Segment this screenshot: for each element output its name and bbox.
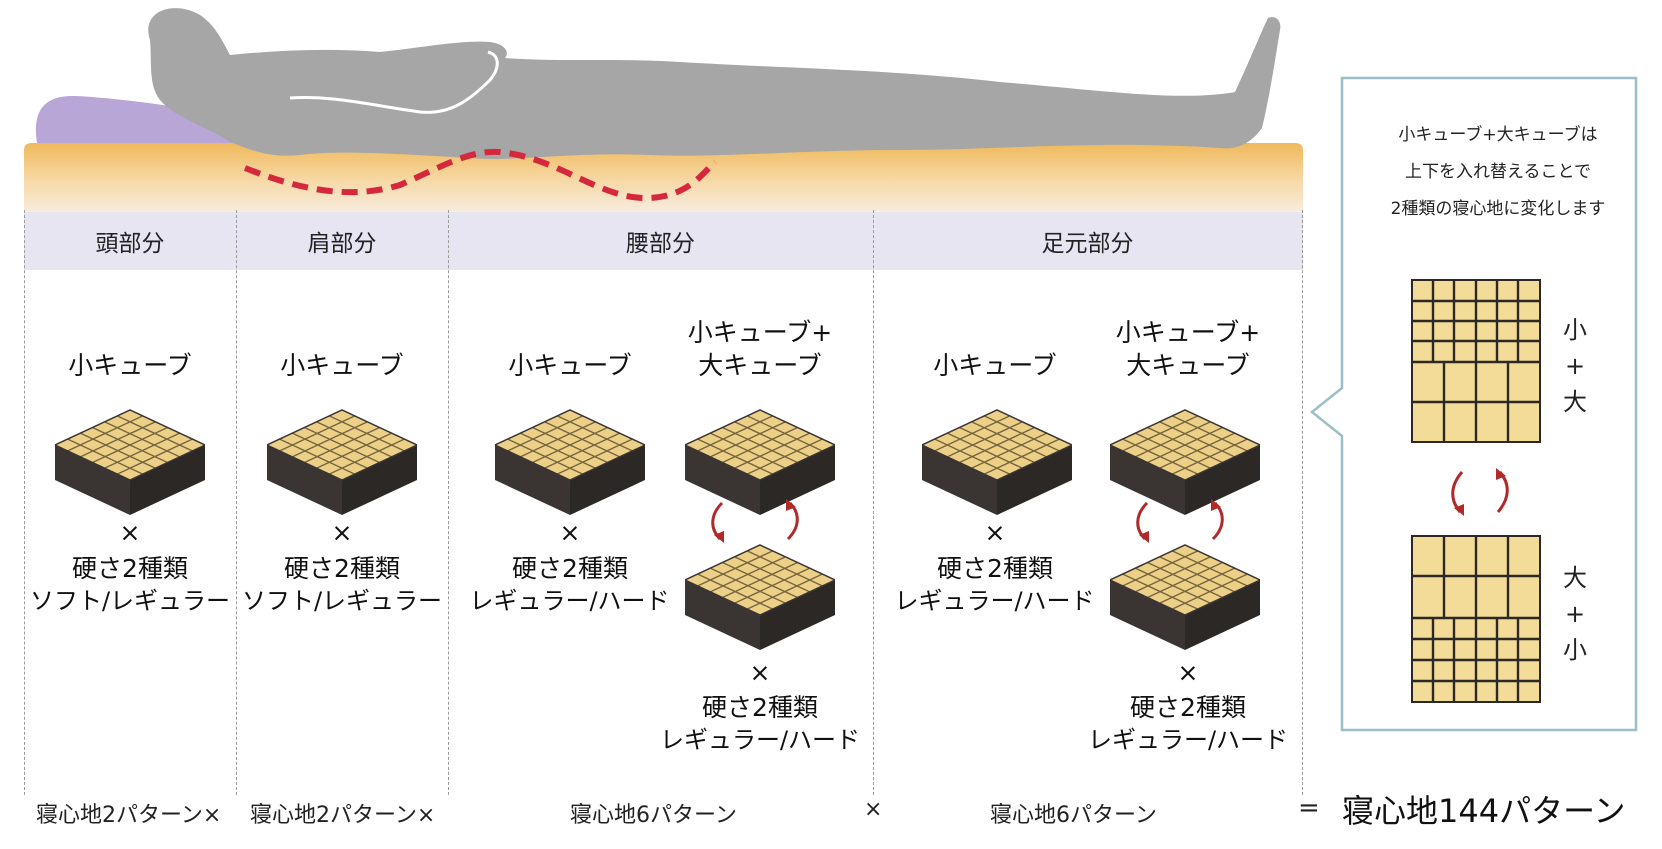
cube-pad-feet-small — [922, 409, 1072, 516]
section-header-waist: 腰部分 — [626, 231, 695, 257]
divider-shoulder-waist — [448, 210, 449, 795]
waist-small-types: レギュラー/ハード — [469, 587, 670, 615]
footer-feet-patterns: 寝心地6パターン — [990, 803, 1157, 828]
feet-mix-types: レギュラー/ハード — [1087, 726, 1289, 754]
arm-outline — [289, 50, 499, 114]
divider-waist-feet — [873, 210, 874, 795]
head-types: ソフト/レギュラー — [29, 587, 231, 615]
feet-mix-hardness: 硬さ2種類 — [1130, 693, 1246, 722]
tile-large-small — [1411, 535, 1541, 703]
tile-small-large — [1411, 279, 1541, 443]
waist-mix-title-1: 小キューブ+ — [687, 318, 833, 347]
footer-head-patterns: 寝心地2パターン× — [36, 803, 222, 828]
body-silhouette — [148, 8, 1281, 159]
waist-small-times: × — [559, 518, 581, 547]
divider-left — [24, 210, 25, 795]
callout-line-1: 小キューブ+大キューブは — [1398, 125, 1598, 145]
footer-total: 寝心地144パターン — [1342, 792, 1626, 830]
waist-mix-title-2: 大キューブ — [698, 351, 822, 380]
shoulder-hardness: 硬さ2種類 — [284, 554, 400, 583]
callout-bottom-label: 大 + 小 — [1563, 564, 1587, 664]
spine-curve — [243, 148, 717, 202]
shoulder-types: ソフト/レギュラー — [241, 587, 443, 615]
callout-box — [1309, 76, 1638, 732]
section-header-band — [24, 212, 1303, 270]
footer-shoulder-patterns: 寝心地2パターン× — [250, 803, 436, 828]
swap-arrows-waist-icon — [711, 499, 799, 543]
waist-small-title: 小キューブ — [508, 351, 632, 380]
feet-small-hardness: 硬さ2種類 — [937, 554, 1053, 583]
footer-waist-patterns: 寝心地6パターン — [570, 803, 737, 828]
footer-times: × — [864, 797, 883, 822]
head-title: 小キューブ — [68, 351, 192, 380]
waist-small-hardness: 硬さ2種類 — [512, 554, 628, 583]
cube-pad-waist-small — [495, 409, 645, 516]
head-hardness: 硬さ2種類 — [72, 554, 188, 583]
cube-pad-head — [55, 409, 205, 516]
callout-text: 小キューブ+大キューブは 上下を入れ替えることで 2種類の寝心地に変化します — [1350, 117, 1646, 228]
swap-arrows-feet-icon — [1136, 499, 1224, 543]
divider-head-shoulder — [236, 210, 237, 795]
feet-small-times: × — [984, 518, 1006, 547]
callout-line-3: 2種類の寝心地に変化します — [1390, 199, 1606, 219]
section-header-feet: 足元部分 — [1041, 231, 1134, 257]
feet-mix-title-1: 小キューブ+ — [1115, 318, 1261, 347]
shoulder-title: 小キューブ — [280, 351, 404, 380]
divider-right — [1302, 210, 1303, 795]
footer-equals: = — [1298, 793, 1320, 823]
waist-mix-hardness: 硬さ2種類 — [702, 693, 818, 722]
shoulder-times: × — [331, 518, 353, 547]
feet-mix-title-2: 大キューブ — [1126, 351, 1250, 380]
feet-small-title: 小キューブ — [933, 351, 1057, 380]
head-times: × — [119, 518, 141, 547]
feet-small-types: レギュラー/ハード — [894, 587, 1095, 615]
waist-mix-types: レギュラー/ハード — [659, 726, 861, 754]
callout-top-label: 小 + 大 — [1563, 316, 1587, 416]
section-header-shoulder: 肩部分 — [307, 231, 377, 257]
callout-line-2: 上下を入れ替えることで — [1405, 162, 1591, 182]
section-header-head: 頭部分 — [95, 231, 165, 257]
feet-mix-times: × — [1177, 658, 1199, 687]
waist-mix-times: × — [749, 658, 771, 687]
callout-swap-arrows-icon — [1451, 468, 1509, 516]
cube-pad-shoulder — [267, 409, 417, 516]
